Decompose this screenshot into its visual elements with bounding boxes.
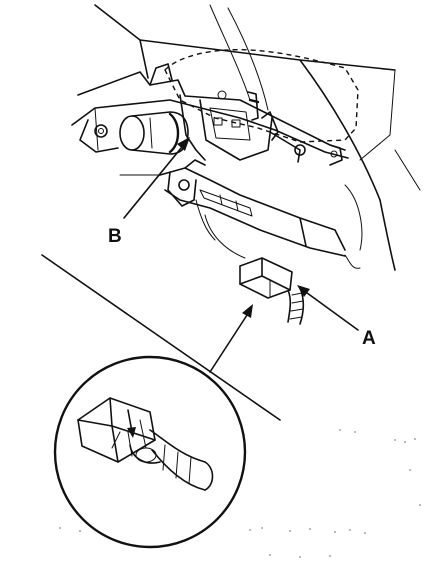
callout-b: B — [108, 226, 122, 247]
leader-a — [297, 285, 359, 331]
cylinder-part — [119, 111, 189, 155]
mounting-bracket — [71, 63, 349, 166]
lower-rail — [119, 159, 346, 257]
scan-noise — [59, 429, 421, 558]
construction-line — [41, 254, 281, 421]
wire-harness — [204, 214, 361, 325]
detail-view — [53, 355, 247, 549]
leader-b — [123, 137, 190, 219]
connector-a — [239, 257, 293, 299]
hidden-component-outline — [164, 48, 359, 143]
leader-detail — [209, 304, 253, 373]
callout-a: A — [362, 328, 376, 349]
dashboard-panel — [94, 4, 421, 271]
